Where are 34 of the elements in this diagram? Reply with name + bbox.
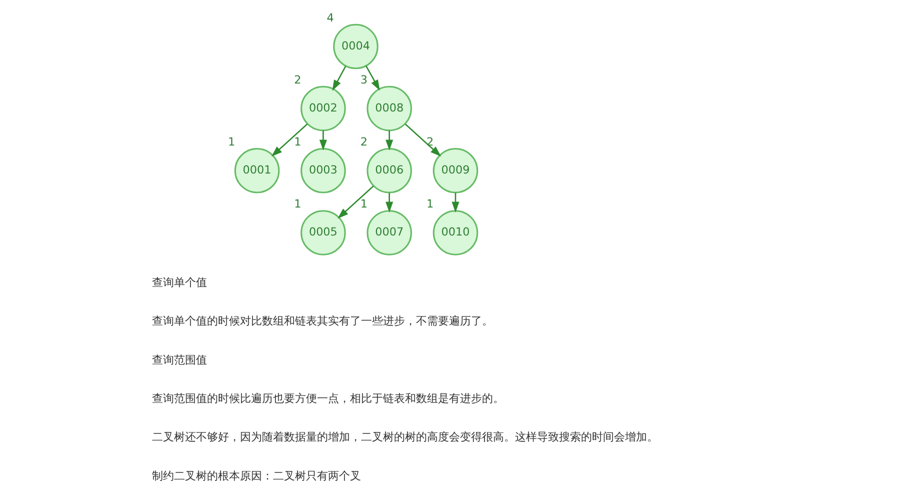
arrow [318,130,326,151]
arrow [385,192,393,213]
node-circle: 0004 [332,24,378,70]
node-circle: 0005 [300,210,346,256]
node-label: 1 [294,135,301,148]
node-circle: 0001 [234,148,280,194]
label: 查询范围值 [152,353,207,366]
node-label: 3 [360,73,367,86]
node-circle: 0006 [366,148,412,194]
node-label: 2 [360,135,367,148]
arrow [385,130,393,151]
node-label: 1 [294,198,301,211]
node-circle: 0010 [432,210,478,256]
label: 查询单个值的时候对比数组和链表其实有了一些进步，不需要遍历了。 [152,314,493,328]
node-circle: 0003 [300,148,346,194]
arrow [332,66,346,91]
node-label: 1 [426,198,434,211]
arrow [451,192,459,213]
arrow [270,124,308,157]
node-circle: 0009 [432,148,478,194]
node-circle: 0007 [366,210,412,256]
node-label: 2 [294,73,301,86]
label: 查询单个值 [152,276,207,289]
node-circle: 0002 [300,86,346,132]
label: 制约二叉树的根本原因：二叉树只有两个叉 [152,469,361,482]
node-label: 1 [360,198,367,211]
label: 二叉树还不够好，因为随着数据量的增加，二叉树的树的高度会变得很高。这样导致搜索的时间会增加。 [152,430,658,444]
arrow [337,186,374,219]
node-circle: 0008 [366,86,412,132]
label: 查询范围值的时候比遍历也要方便一点，相比于链表和数组是有进步的。 [152,392,504,405]
node-label: 1 [228,135,235,148]
node-label: 4 [326,11,334,24]
arrow [364,66,380,91]
arrow [404,124,441,157]
